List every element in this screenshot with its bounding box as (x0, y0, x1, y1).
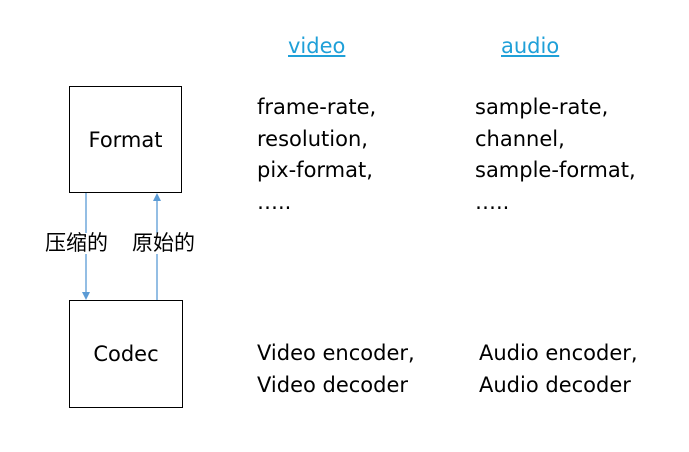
audio-header: audio (501, 34, 560, 58)
list-item: Audio encoder, (479, 341, 638, 365)
format-label: Format (88, 127, 163, 152)
list-item: ….. (257, 189, 292, 214)
codec-label: Codec (93, 342, 159, 366)
list-item: channel, (475, 126, 565, 151)
raw-label: 原始的 (132, 231, 195, 255)
codec-box: Codec (69, 300, 183, 408)
format-video-list: frame-rate, resolution, pix-format, ….. (257, 92, 376, 218)
compressed-label: 压缩的 (45, 231, 108, 255)
format-box: Format (69, 86, 182, 193)
list-item: Audio decoder (479, 372, 631, 397)
video-header: video (288, 34, 346, 58)
list-item: pix-format, (257, 158, 373, 182)
list-item: Video decoder (257, 372, 409, 397)
list-item: ….. (475, 189, 510, 214)
codec-video-list: Video encoder, Video decoder (257, 338, 415, 401)
list-item: resolution, (257, 126, 368, 151)
format-audio-list: sample-rate, channel, sample-format, ….. (475, 92, 636, 218)
list-item: frame-rate, (257, 95, 377, 119)
codec-audio-list: Audio encoder, Audio decoder (479, 338, 638, 401)
list-item: Video encoder, (257, 341, 415, 365)
list-item: sample-format, (475, 158, 636, 182)
list-item: sample-rate, (475, 95, 609, 119)
